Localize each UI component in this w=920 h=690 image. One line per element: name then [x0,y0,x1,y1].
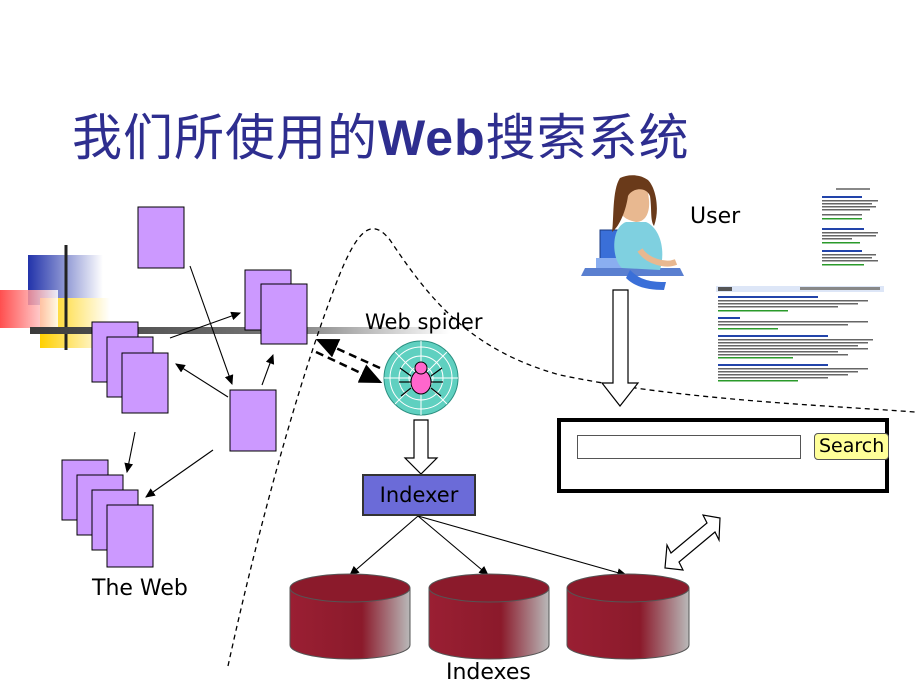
indexer-to-indexes-arrows [349,515,628,577]
indexer-label: Indexer [379,483,459,507]
web-page [121,352,169,414]
index-db [428,573,550,660]
the-web-label: The Web [92,576,188,601]
user-label: User [690,204,741,229]
decorative-squares [0,245,110,350]
search-button[interactable]: Search [814,433,890,460]
index-db [289,573,411,660]
search-input[interactable] [577,435,801,459]
index-databases [289,573,690,660]
title-cjk-suffix: 搜索系统 [485,109,690,167]
web-page [106,504,154,568]
indexer-box: Indexer [362,474,476,516]
web-page [137,206,185,269]
spider-to-indexer-arrow [403,419,439,475]
title-cjk-prefix: 我们所使用的 [72,109,378,167]
title-web: Web [378,110,486,166]
web-page [229,389,277,452]
search-results-thumbnail [716,186,884,384]
user-to-search-arrow [600,289,640,407]
spider-web-icon [383,340,459,416]
user-at-computer-icon [581,175,684,290]
web-pages [61,206,308,568]
search-box: Search [557,418,890,493]
web-spider-label: Web spider [365,310,483,334]
web-page [260,283,308,345]
indexes-label: Indexes [446,660,531,685]
spider-crawl-arrows [315,338,383,384]
link-arrows [124,265,275,498]
index-db [566,573,690,660]
search-indexes-double-arrow [664,514,721,571]
slide-title: 我们所使用的Web搜索系统 [72,98,690,170]
dashed-divider-curve [227,228,916,667]
decorative-bar [30,327,450,334]
